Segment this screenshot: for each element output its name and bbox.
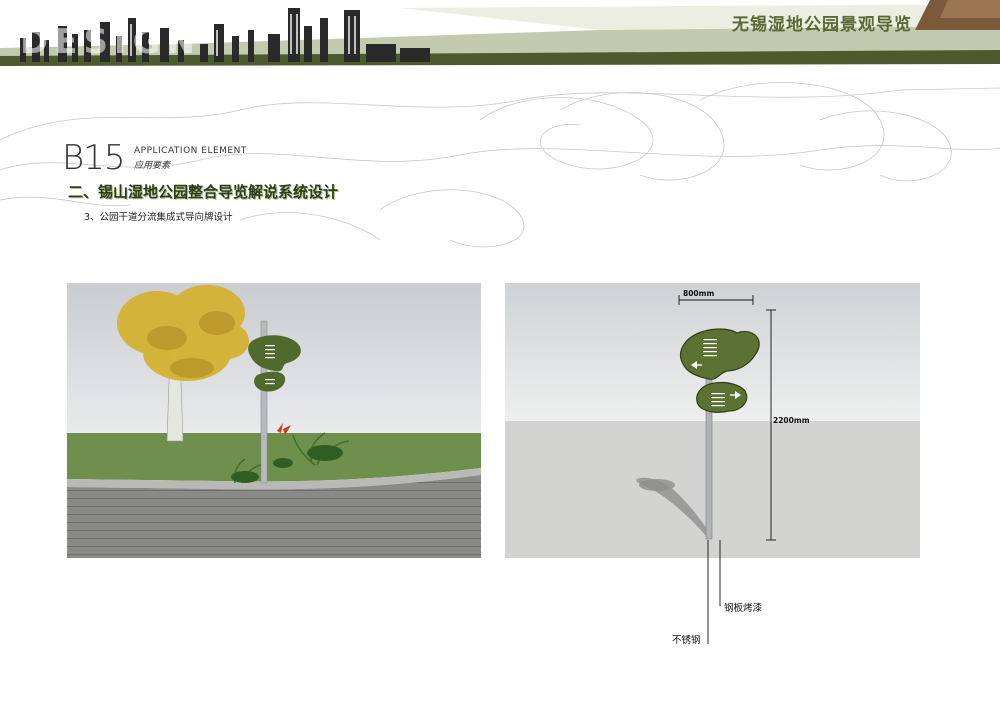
section-subtitle: 3、公园干道分流集成式导向牌设计 [84, 212, 233, 223]
perspective-illustration [67, 283, 481, 558]
header-banner [0, 0, 1000, 70]
height-dimension-label: 2200mm [773, 416, 810, 425]
section-title: 二、锡山湿地公园整合导览解说系统设计 [68, 183, 339, 201]
elevation-illustration [505, 283, 920, 558]
section-label-cn: 应用要素 [134, 161, 171, 171]
header-decor-text: DESIGN [20, 22, 201, 62]
callout-steel-paint: 钢板烤漆 [724, 603, 763, 614]
elevation-drawing [505, 283, 920, 558]
callout-stainless-steel: 不锈钢 [672, 635, 701, 646]
perspective-render [67, 283, 481, 558]
section-label-en: APPLICATION ELEMENT [134, 146, 247, 156]
document-title: 无锡湿地公园景观导览 [732, 15, 912, 35]
width-dimension-label: 800mm [683, 289, 715, 298]
section-code: B15 [62, 138, 126, 178]
skyline-graphic [0, 0, 1000, 66]
callout-leaders [707, 540, 721, 644]
cloud-decoration [0, 82, 1000, 248]
